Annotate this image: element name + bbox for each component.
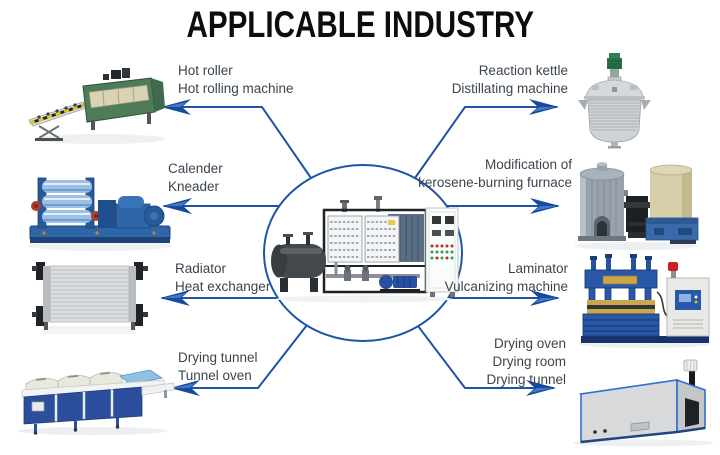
label-laminator: Laminator Vulcanizing machine <box>445 260 568 296</box>
label-drying-tunnel: Drying tunnel Tunnel oven <box>178 349 258 385</box>
label-line: Vulcanizing machine <box>444 279 568 294</box>
label-line: Hot roller <box>178 63 233 78</box>
label-line: Modification of <box>484 157 572 172</box>
drying-oven-icon <box>565 358 717 448</box>
label-line: Laminator <box>507 261 568 276</box>
label-line: Drying tunnel <box>178 350 258 365</box>
label-line: kerosene-burning furnace <box>418 175 572 190</box>
radiator-icon <box>30 256 155 338</box>
arrowheads <box>160 99 560 396</box>
line-hot-roller <box>163 106 312 179</box>
label-line: Reaction kettle <box>478 63 568 78</box>
label-reaction-kettle: Reaction kettle Distillating machine <box>452 62 568 98</box>
label-line: Distillating machine <box>451 81 568 96</box>
label-hot-roller: Hot roller Hot rolling machine <box>178 62 294 98</box>
thermal-oil-heater-icon <box>268 196 460 304</box>
label-line: Tunnel oven <box>178 368 252 383</box>
reaction-kettle-icon <box>572 52 657 150</box>
tunnel-oven-icon <box>12 350 180 438</box>
label-line: Drying oven <box>493 336 566 351</box>
page-title-text: APPLICABLE INDUSTRY <box>186 4 534 45</box>
label-line: Drying tunnel <box>486 372 566 387</box>
label-line: Radiator <box>175 261 227 276</box>
line-drying-tunnel <box>172 324 308 389</box>
label-radiator: Radiator Heat exchanger <box>175 260 270 296</box>
line-reaction-kettle <box>414 106 557 179</box>
label-calender: Calender Kneader <box>168 160 223 196</box>
hot-rolling-machine-icon <box>25 60 175 148</box>
label-drying-oven: Drying oven Drying room Drying tunnel <box>486 335 566 389</box>
vulcanizing-machine-icon <box>575 252 715 350</box>
label-line: Heat exchanger <box>175 279 271 294</box>
kerosene-furnace-icon <box>570 160 705 252</box>
label-line: Calender <box>168 161 223 176</box>
label-line: Kneader <box>168 179 220 194</box>
label-line: Drying room <box>492 354 566 369</box>
line-drying-oven <box>417 325 554 389</box>
calender-machine-icon <box>22 156 177 254</box>
label-kerosene-furnace: Modification of kerosene-burning furnace <box>418 156 572 192</box>
page-title: APPLICABLE INDUSTRY <box>0 4 720 46</box>
label-line: Hot rolling machine <box>178 81 294 96</box>
